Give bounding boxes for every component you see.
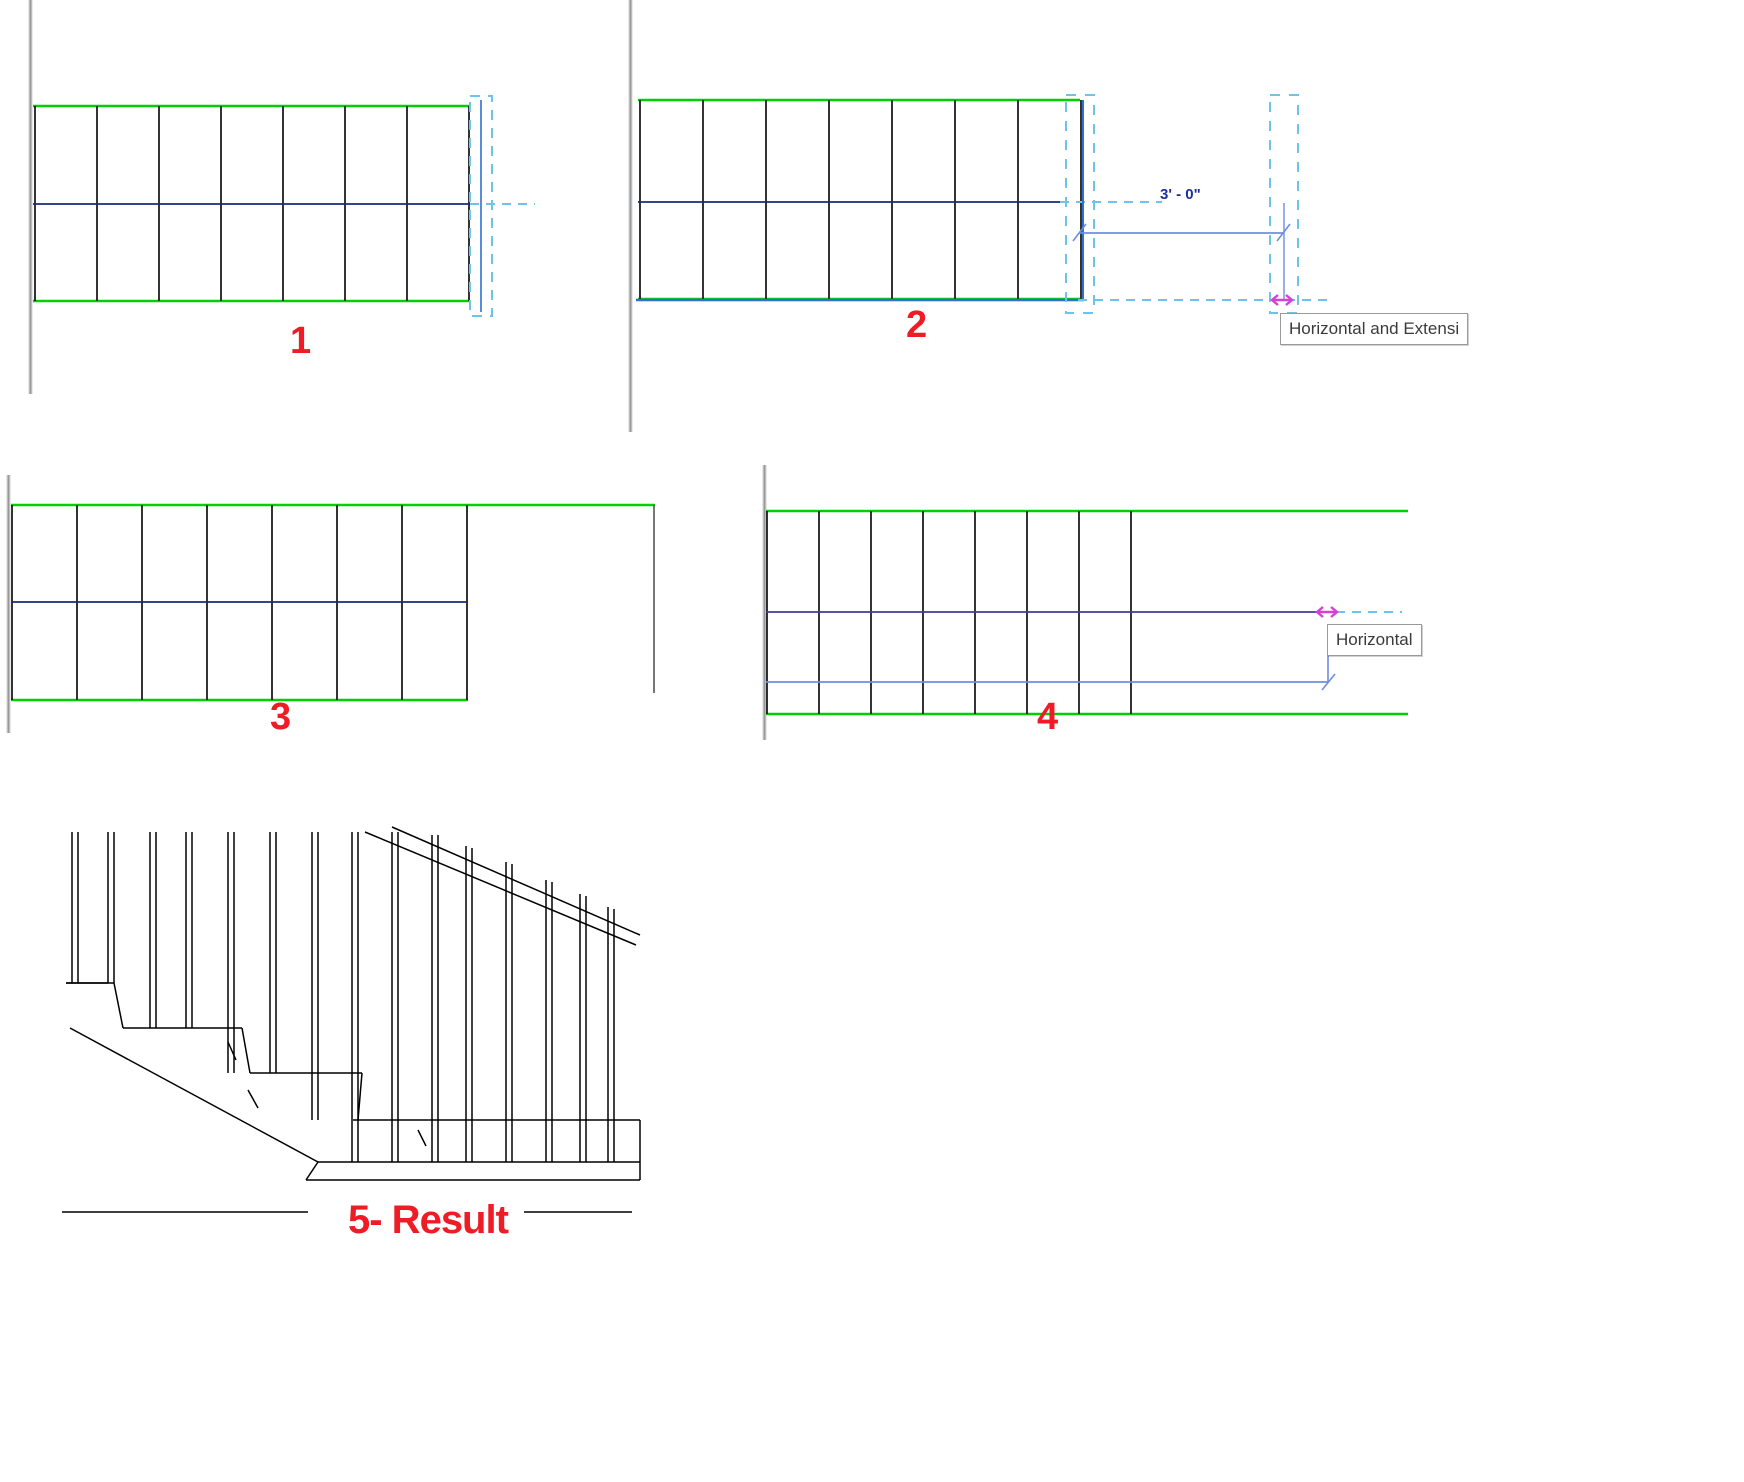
drag-arrow-icon[interactable] (1315, 606, 1339, 618)
step-3-caption: 3 (270, 696, 291, 738)
step-2-stair-drawing[interactable] (600, 0, 1744, 440)
step-4-stair-drawing[interactable] (750, 455, 1744, 755)
step-1-panel: 1 (0, 0, 600, 440)
tooltip-horizontal: Horizontal (1327, 624, 1422, 656)
selection-grip-box-target[interactable] (1269, 94, 1299, 314)
step-3-panel: 3 (0, 455, 700, 745)
temp-dimension-value: 3' - 0" (1160, 186, 1201, 203)
wall-line-step-4 (762, 465, 767, 740)
wall-line-step-2 (628, 0, 633, 432)
step-5-panel: 5- Result (0, 790, 800, 1310)
step-2-caption: 2 (906, 304, 927, 346)
step-4-caption: 4 (1037, 696, 1058, 738)
step-3-stair-drawing[interactable] (0, 455, 700, 745)
drag-arrow-icon[interactable] (1270, 294, 1294, 306)
step-1-stair-drawing[interactable] (0, 0, 600, 440)
wall-line-step-3 (6, 475, 11, 733)
extension-run-tick (1321, 673, 1336, 691)
step-5-stair-section-drawing[interactable] (0, 790, 800, 1310)
selection-grip-box-origin[interactable] (1065, 94, 1095, 314)
wall-line-step-1 (28, 0, 33, 394)
step-5-result-caption: 5- Result (348, 1198, 509, 1242)
step-2-panel: 3' - 0" 2 Horizontal and Extensi (600, 0, 1744, 440)
dimension-tick-left (1072, 223, 1087, 242)
step-4-panel: Horizontal 4 (750, 455, 1744, 755)
stair-section-geometry (66, 826, 641, 1181)
riser-lines[interactable] (639, 100, 1082, 299)
selection-grip-box[interactable] (469, 95, 493, 317)
tooltip-horizontal-and-extension: Horizontal and Extensi (1280, 313, 1469, 345)
step-1-caption: 1 (290, 320, 311, 362)
